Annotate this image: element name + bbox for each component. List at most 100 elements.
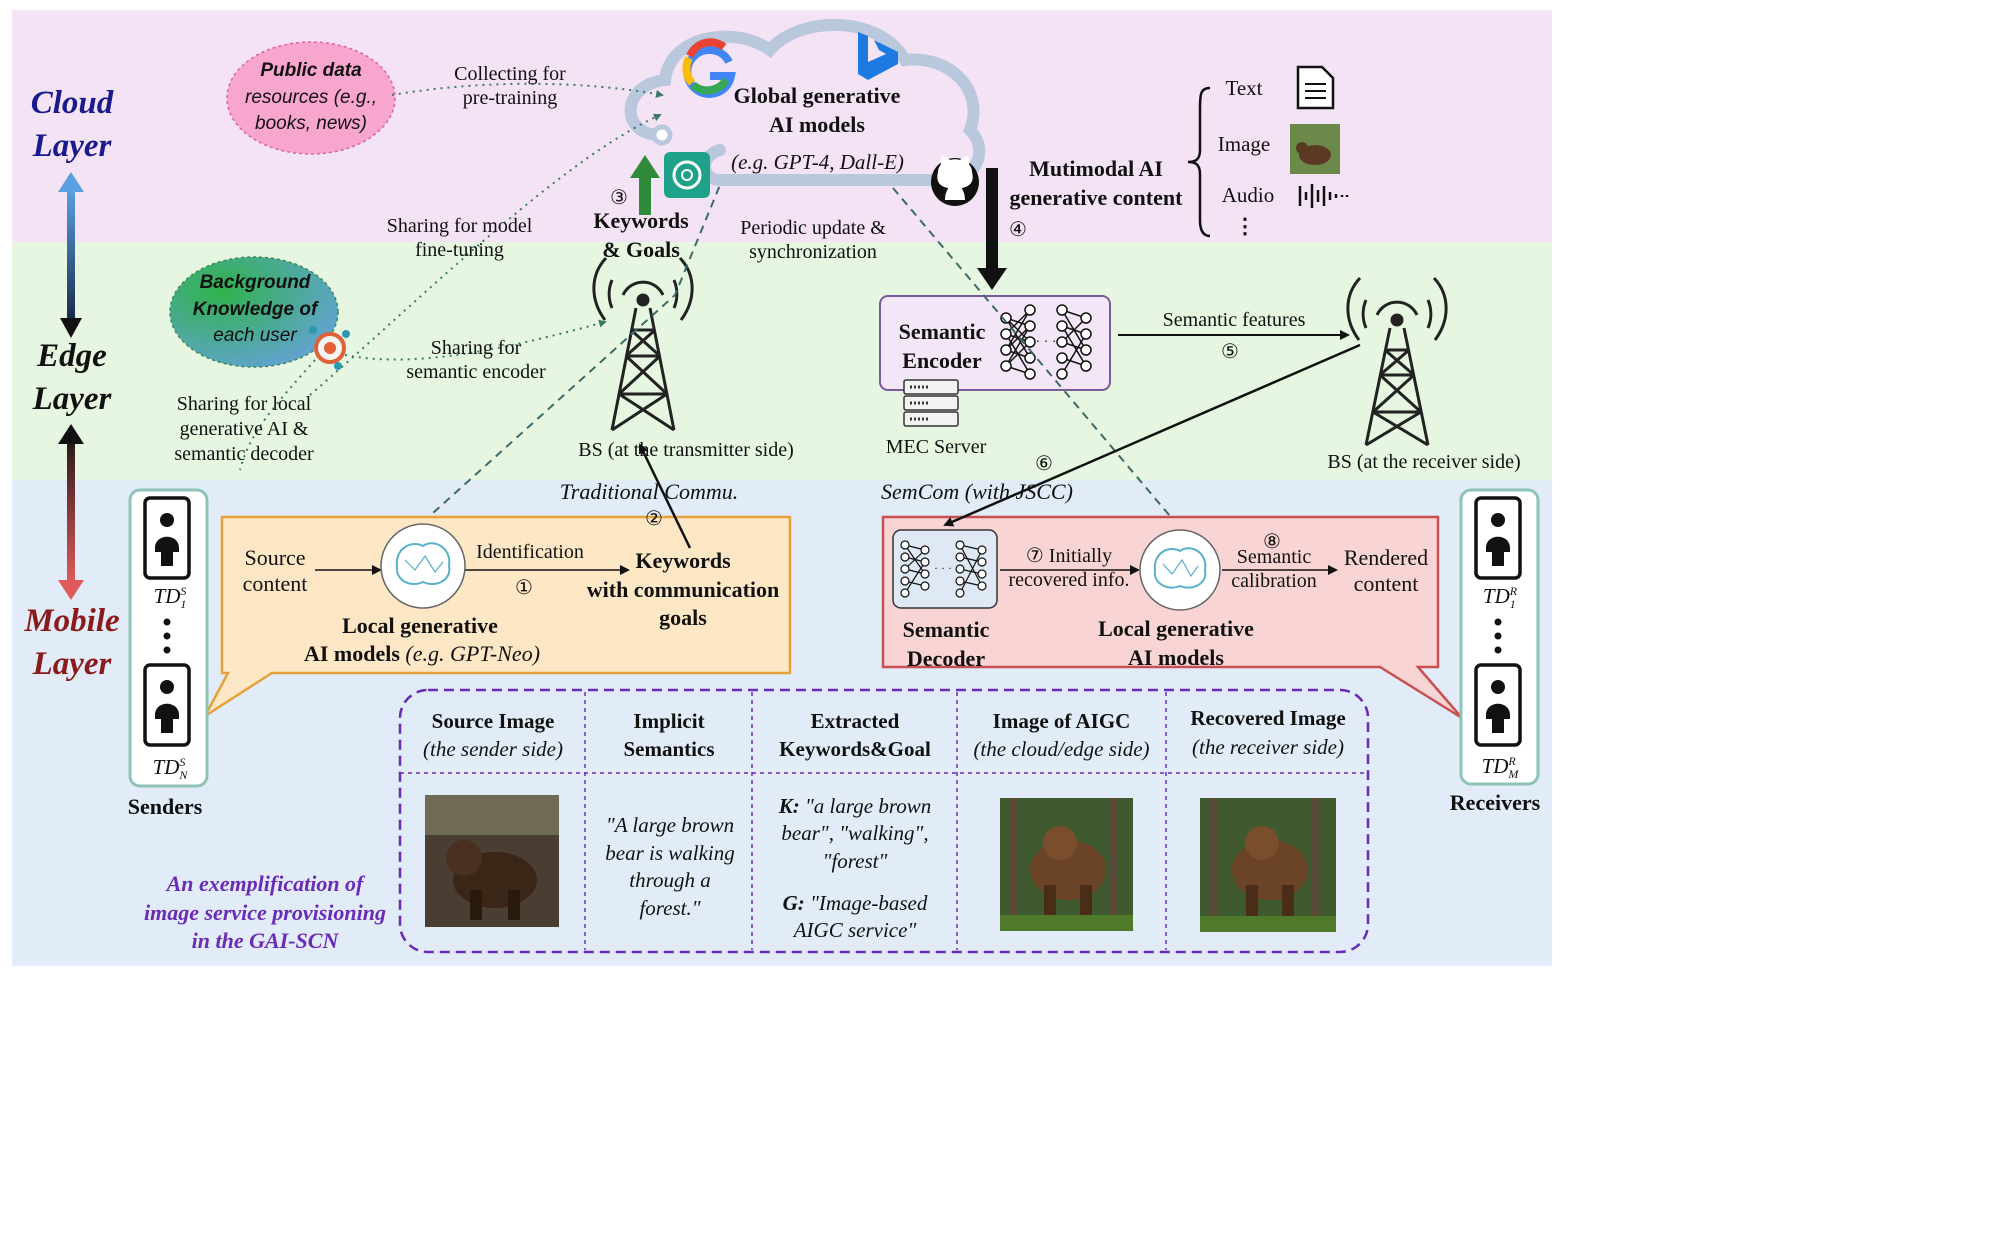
- global-models-example: (e.g. GPT-4, Dall-E): [731, 150, 904, 174]
- target-icon: [309, 326, 350, 370]
- header-implicit-title: Implicit: [633, 709, 705, 733]
- sharing-local-line1: Sharing for local: [176, 393, 312, 415]
- modality-image: Image: [1217, 132, 1271, 156]
- global-models-label: Global generative AI models: [722, 82, 912, 139]
- public-data-line2: resources (e.g.,: [245, 86, 377, 108]
- k-line2: bear", "walking",: [781, 821, 929, 846]
- semantic-calibration-label: Semantic calibration: [1224, 545, 1324, 593]
- semantic-decoder-line2: Decoder: [906, 645, 986, 671]
- receiver-phone-1-icon: [1474, 496, 1522, 580]
- edge-layer-label-line1: Edge: [37, 338, 107, 374]
- keywords-comm-line3: goals: [659, 605, 707, 631]
- implicit-semantics-text: "A large brown bear is walking through a…: [590, 812, 750, 923]
- background-knowledge-ellipse: [169, 256, 339, 368]
- mec-server-label: MEC Server: [885, 436, 987, 458]
- td-receiver-1-text: TD: [1482, 584, 1510, 608]
- modality-text: Text: [1225, 76, 1263, 100]
- local-models-rx-line2: AI models: [1128, 644, 1224, 670]
- header-extracted-title: Extracted: [810, 709, 900, 733]
- public-data-line3: books, news): [255, 113, 367, 135]
- edge-layer-label: Edge Layer: [22, 335, 122, 421]
- keywords-comm-label: Keywords with communication goals: [576, 547, 790, 633]
- public-data-label: Public data resources (e.g., books, news…: [230, 58, 392, 138]
- local-models-rx-label: Local generative AI models: [1088, 615, 1264, 672]
- local-models-tx-ai-models: AI models: [303, 641, 400, 666]
- source-content-label: Source content: [233, 545, 317, 598]
- bs-receiver-label: BS (at the receiver side): [1327, 451, 1521, 473]
- cloud-layer-label: Cloud Layer: [22, 82, 122, 168]
- semantic-decoder-box: [892, 529, 998, 609]
- local-models-tx-line2: AI models (e.g. GPT-Neo): [290, 641, 554, 667]
- bs-tower-receiver: [1346, 276, 1448, 447]
- document-icon: [1296, 65, 1335, 110]
- bear-image-aigc: [1000, 798, 1133, 931]
- cloud-layer-label-line2: Layer: [32, 127, 112, 164]
- semantic-features-label: Semantic features: [1162, 309, 1306, 331]
- td-sender-n-text: TD: [152, 755, 180, 779]
- identification-label: Identification: [476, 541, 584, 563]
- sharing-local-line3: semantic decoder: [174, 443, 314, 465]
- header-extracted-keywords: Extracted Keywords&Goal: [755, 707, 955, 764]
- example-caption-line1: An exemplification of: [166, 871, 364, 896]
- header-aigc-title: Image of AIGC: [992, 709, 1131, 733]
- step-7-label: ⑦: [1025, 545, 1044, 567]
- google-icon: [682, 38, 736, 98]
- transmitter-box: [201, 515, 792, 720]
- rendered-content-label: Rendered content: [1338, 545, 1434, 598]
- public-data-ellipse: [226, 41, 396, 155]
- sharing-finetune-line2: fine-tuning: [415, 239, 504, 261]
- implicit-line3: through a: [629, 868, 711, 893]
- bear-image-source: [425, 795, 559, 927]
- implicit-line4: forest.": [639, 896, 701, 921]
- semcom-label: SemCom (with JSCC): [881, 479, 1073, 504]
- gai-scn-diagram: · · ·: [12, 10, 1552, 966]
- bs-transmitter-label: BS (at the transmitter side): [578, 439, 794, 461]
- semantic-calibration-line1: Semantic: [1236, 546, 1312, 568]
- edge-layer-label-line2: Layer: [32, 380, 112, 417]
- global-models-line2: AI models: [769, 111, 865, 137]
- rendered-content-line1: Rendered: [1343, 545, 1429, 570]
- header-aigc-sub: (the cloud/edge side): [973, 737, 1150, 762]
- cloud-layer-label-line1: Cloud: [30, 85, 114, 121]
- audio-waveform-icon: [1298, 184, 1349, 208]
- header-image-aigc: Image of AIGC (the cloud/edge side): [958, 707, 1165, 764]
- header-recovered-image: Recovered Image (the receiver side): [1168, 704, 1368, 763]
- semantic-calibration-line2: calibration: [1231, 570, 1317, 592]
- semantic-encoder-label: Semantic Encoder: [890, 318, 994, 375]
- keywords-comm-line1: Keywords: [635, 548, 731, 573]
- receivers-label: Receivers: [1449, 790, 1541, 815]
- sharing-local-line2: generative AI &: [179, 418, 309, 440]
- sharing-encoder-label: Sharing for semantic encoder: [396, 336, 556, 384]
- mec-server-icon: [903, 379, 959, 427]
- g-line1: "Image-based: [810, 891, 928, 915]
- keywords-goals-line1: Keywords: [593, 208, 689, 233]
- implicit-line1: "A large brown: [605, 813, 735, 837]
- g-label: G:: [782, 891, 805, 915]
- sender-phone-n-icon: [143, 663, 191, 747]
- multimodal-label: Mutimodal AI generative content: [1000, 155, 1192, 212]
- semantic-encoder-line2: Encoder: [902, 347, 982, 373]
- multimodal-line1: Mutimodal AI: [1029, 156, 1163, 181]
- sharing-local-label: Sharing for local generative AI & semant…: [162, 392, 326, 467]
- semantic-decoder-label: Semantic Decoder: [890, 616, 1002, 673]
- step-6-label: ⑥: [1035, 453, 1053, 475]
- header-source-image: Source Image (the sender side): [402, 707, 584, 764]
- diagram-graphics: · · ·: [58, 19, 1540, 954]
- periodic-label: Periodic update & synchronization: [730, 216, 896, 264]
- traditional-commu-label: Traditional Commu.: [559, 479, 739, 504]
- initially-text: Initially: [1048, 545, 1113, 567]
- collecting-line1: Collecting for: [454, 63, 566, 85]
- step-8-label: ⑧: [1263, 531, 1281, 553]
- local-models-rx-line1: Local generative: [1098, 616, 1254, 641]
- periodic-line2: synchronization: [749, 241, 877, 263]
- sharing-encoder-line1: Sharing for: [430, 337, 522, 359]
- bing-icon: [858, 32, 898, 80]
- multimodal-line2: generative content: [1009, 184, 1183, 210]
- example-table: [398, 688, 1370, 954]
- svg-text:· · ·: · · ·: [934, 561, 952, 575]
- global-models-line1: Global generative: [733, 83, 901, 108]
- implicit-line2: bear is walking: [605, 840, 735, 865]
- local-models-tx-example: (e.g. GPT-Neo): [405, 641, 541, 666]
- k-line1: "a large brown: [804, 794, 932, 818]
